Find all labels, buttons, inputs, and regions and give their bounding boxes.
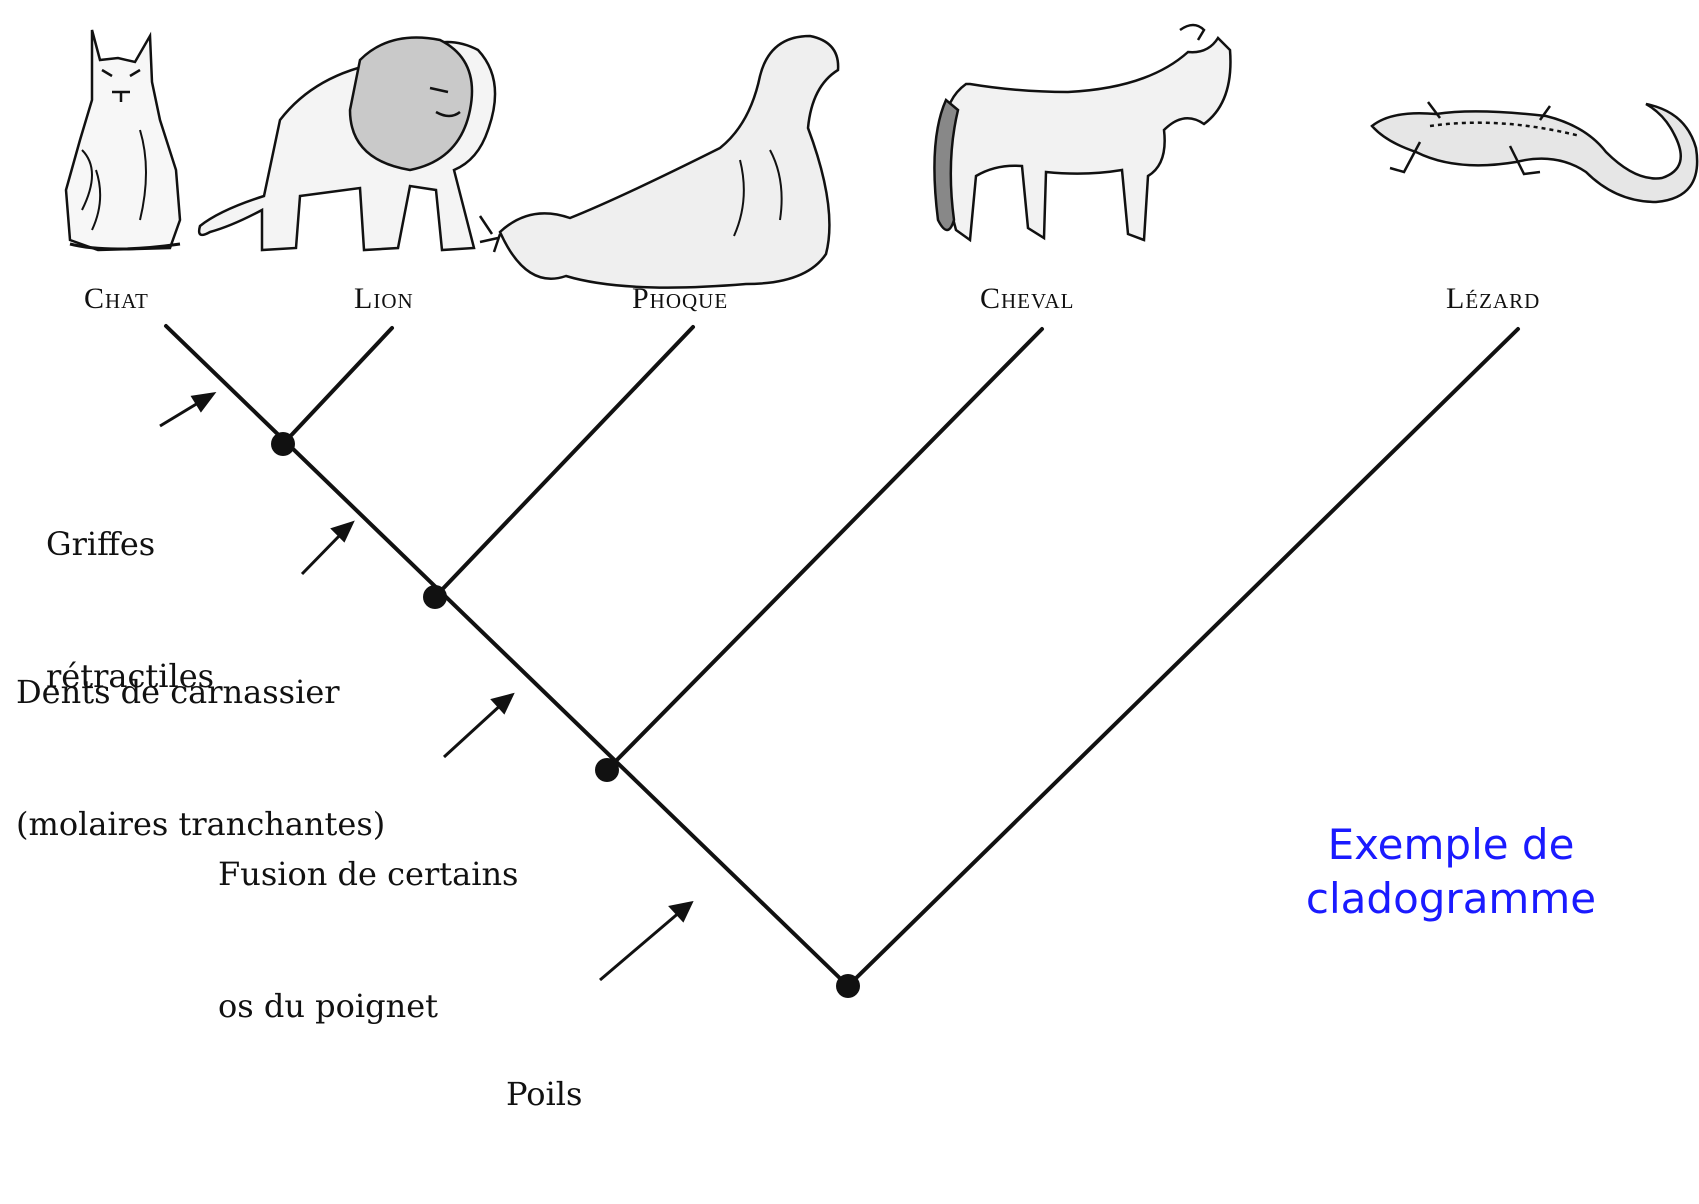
lizard-icon	[1370, 101, 1699, 204]
cat-icon	[64, 29, 182, 252]
arrow-fusion	[442, 692, 515, 759]
arrow-griffes	[159, 391, 217, 428]
taxon-label-cheval: Cheval	[980, 282, 1075, 315]
arrow-poils	[599, 900, 694, 982]
node-mammiferes-onguligrades	[595, 758, 619, 782]
taxon-label-lion: Lion	[354, 282, 414, 315]
branch-phoque	[433, 325, 695, 599]
figure-caption: Exemple de cladogramme	[1291, 818, 1611, 926]
branch-lezard	[846, 327, 1520, 988]
caption-line: Exemple de	[1327, 820, 1575, 869]
cladogram-figure: Chat Lion Phoque Cheval Lézard Griffes r…	[16, 23, 1699, 1113]
node-carnivores	[423, 585, 447, 609]
node-felins	[271, 432, 295, 456]
seal-icon	[478, 34, 840, 289]
trait-label-griffes: Griffes rétractiles	[46, 525, 215, 695]
taxon-label-lezard: Lézard	[1446, 282, 1541, 315]
branch-cheval	[605, 327, 1044, 772]
lion-icon	[197, 36, 497, 252]
taxon-label-phoque: Phoque	[632, 282, 729, 315]
trait-label-fusion: Fusion de certains os du poignet	[218, 855, 519, 1025]
node-root	[836, 974, 860, 998]
trait-label-dents: Dents de carnassier (molaires tranchante…	[16, 673, 386, 843]
arrow-dents	[300, 520, 355, 576]
horse-icon	[933, 23, 1232, 243]
caption-line: cladogramme	[1305, 874, 1597, 923]
cladogram-tree	[64, 23, 1699, 998]
branch-lion	[281, 326, 394, 446]
taxon-label-chat: Chat	[84, 282, 149, 315]
trait-label-poils: Poils	[506, 1075, 583, 1113]
